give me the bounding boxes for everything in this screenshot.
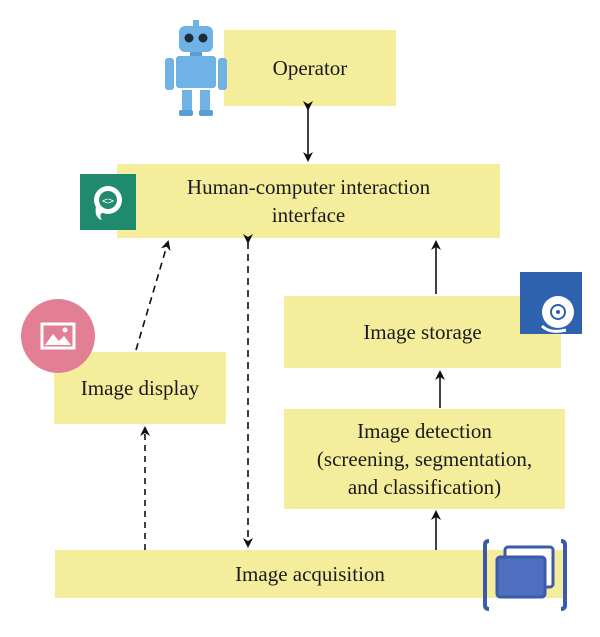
svg-text:<>: <> bbox=[102, 196, 114, 207]
hci-label-line2: interface bbox=[271, 203, 346, 227]
hci-interface-box: Human-computer interaction interface bbox=[117, 164, 500, 238]
image-display-box: Image display bbox=[54, 352, 226, 424]
detection-label-line2: (screening, segmentation, bbox=[316, 447, 533, 471]
image-acquisition-box: Image acquisition bbox=[55, 550, 565, 598]
stacked-frames-icon bbox=[483, 539, 567, 611]
image-icon bbox=[21, 299, 95, 373]
hci-label-line1: Human-computer interaction bbox=[186, 175, 431, 199]
image-storage-box: Image storage bbox=[284, 296, 561, 368]
display-to-hci-dashed-arrow bbox=[135, 240, 171, 351]
robot-icon bbox=[165, 20, 227, 116]
disk-storage-icon bbox=[520, 272, 582, 334]
detection-label-line1: Image detection bbox=[357, 419, 492, 443]
code-chat-icon: <> bbox=[80, 174, 136, 230]
image-detection-box: Image detection (screening, segmentation… bbox=[284, 409, 565, 509]
detection-label-line3: and classification) bbox=[347, 475, 502, 499]
operator-label: Operator bbox=[272, 56, 348, 80]
operator-box: Operator bbox=[224, 30, 396, 106]
image-display-label: Image display bbox=[80, 376, 200, 400]
image-acquisition-label: Image acquisition bbox=[235, 562, 385, 586]
image-storage-label: Image storage bbox=[363, 320, 482, 344]
